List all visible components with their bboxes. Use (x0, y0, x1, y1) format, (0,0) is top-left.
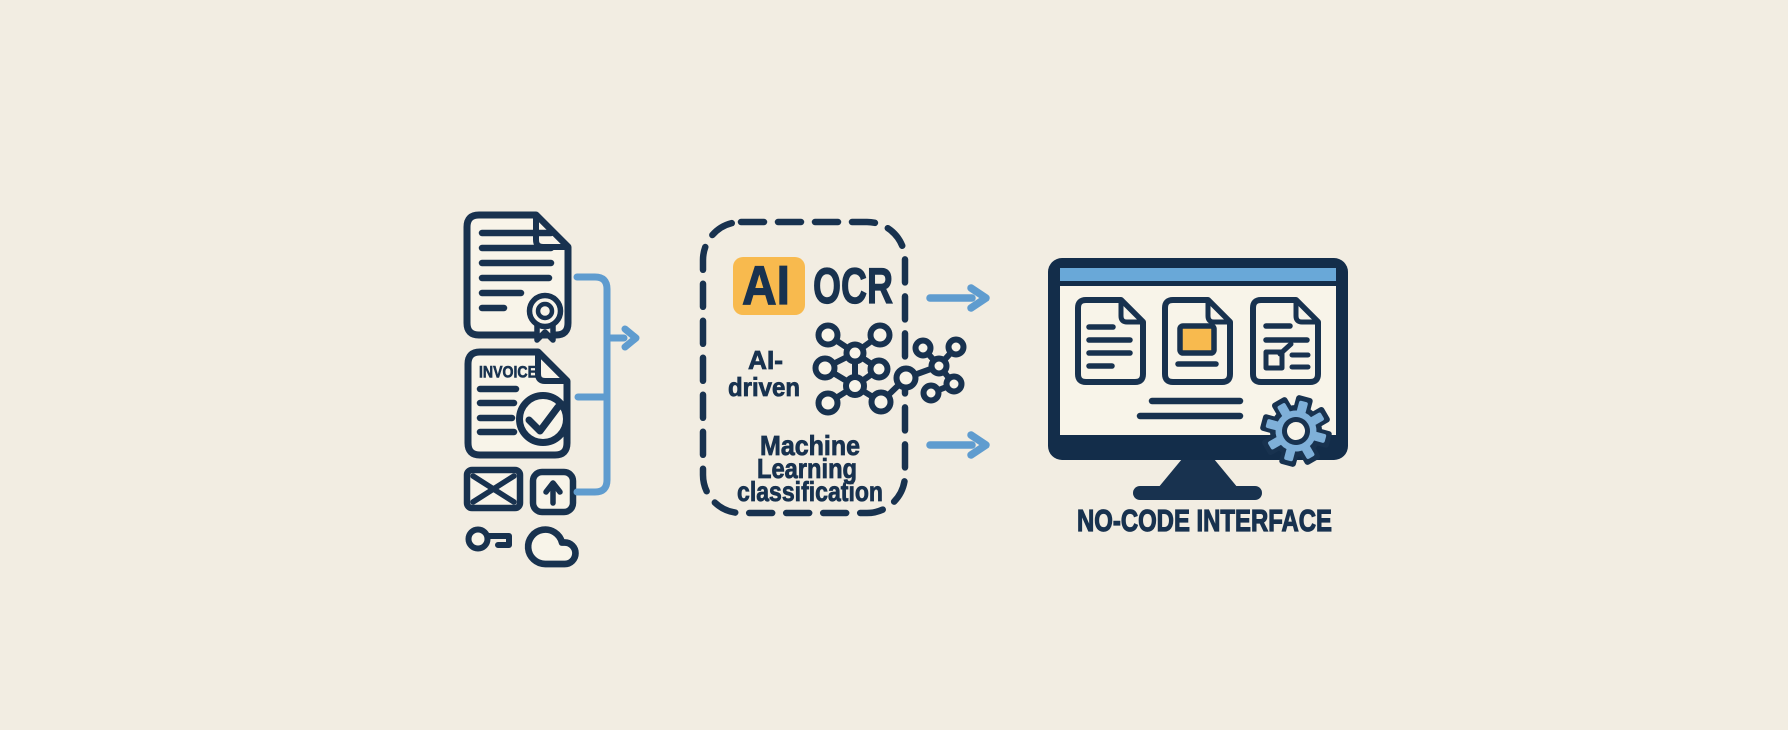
monitor-icon (1048, 258, 1348, 500)
certificate-document-icon (463, 211, 572, 343)
ai-badge-label: AI (742, 254, 790, 316)
ai-driven-label-line1: AI- (748, 345, 783, 375)
ai-driven-label-line2: driven (728, 372, 800, 402)
ml-caption-line3: classification (737, 476, 883, 507)
screen-document-form-icon (1250, 297, 1321, 385)
ml-caption-line2: Learning (757, 453, 857, 484)
flow-arrow-bottom-icon (926, 431, 990, 459)
source-documents-group: INVOICE (463, 211, 640, 568)
neural-network-icon (812, 322, 967, 416)
processing-box-group: AI OCR AI- driven Machine Learning class… (699, 218, 967, 517)
invoice-label: INVOICE (479, 364, 537, 382)
flow-arrow-top-icon (926, 284, 990, 312)
monitor-stand (1133, 459, 1262, 500)
gear-icon (1260, 395, 1332, 467)
flow-arrow-small-icon (603, 325, 640, 351)
upload-icon (529, 468, 577, 516)
ocr-title: OCR (813, 258, 893, 314)
screen-document-image-icon (1162, 297, 1233, 385)
ml-caption-line1: Machine (760, 430, 860, 461)
ai-badge (733, 257, 805, 315)
invoice-document-icon: INVOICE (464, 348, 571, 459)
screen-document-text-icon (1075, 297, 1146, 385)
no-code-caption: NO-CODE INTERFACE (1077, 503, 1332, 538)
seal-icon (526, 292, 564, 343)
check-circle-icon (516, 392, 570, 446)
cloud-icon (524, 526, 579, 568)
collector-bracket (573, 273, 640, 496)
key-icon (465, 526, 512, 552)
monitor-titlebar (1060, 268, 1336, 281)
folded-corner (535, 349, 570, 384)
envelope-icon (463, 466, 524, 512)
